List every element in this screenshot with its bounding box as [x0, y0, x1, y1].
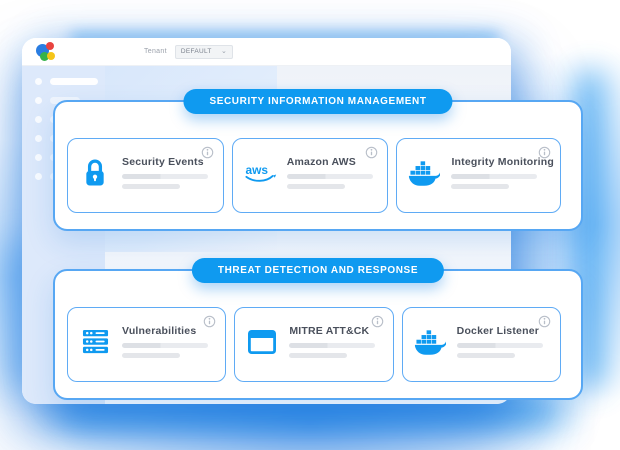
app-window-icon — [245, 329, 279, 354]
svg-text:aws: aws — [245, 162, 268, 176]
skeleton-line — [451, 184, 510, 189]
card-title: Integrity Monitoring — [451, 156, 555, 168]
card-title: Docker Listener — [456, 325, 540, 337]
tenant-select[interactable]: DEFAULT ⌄ — [174, 44, 233, 59]
card-vulnerabilities[interactable]: Vulnerabilities — [67, 307, 227, 382]
docker-whale-icon — [413, 328, 447, 356]
lock-icon — [78, 158, 112, 188]
aws-logo-icon: aws — [243, 160, 277, 186]
info-icon[interactable] — [538, 315, 551, 328]
skeleton-line — [286, 184, 345, 189]
section-title-pill: SECURITY INFORMATION MANAGEMENT — [183, 89, 453, 114]
skeleton-line — [456, 353, 515, 358]
skeleton-line — [289, 343, 376, 348]
tenant-selected-value: DEFAULT — [180, 48, 212, 55]
card-docker-listener[interactable]: Docker Listener — [401, 307, 561, 382]
card-title: Vulnerabilities — [122, 325, 197, 337]
card-integrity-monitoring[interactable]: Integrity Monitoring — [396, 138, 562, 213]
skeleton-line — [289, 353, 348, 358]
section-title-pill: THREAT DETECTION AND RESPONSE — [191, 258, 445, 283]
tenant-control: Tenant DEFAULT ⌄ — [144, 44, 233, 59]
section-panel-sim: SECURITY INFORMATION MANAGEMENT Security… — [53, 89, 583, 231]
skeleton-line — [122, 353, 180, 358]
skeleton-line — [286, 174, 373, 179]
card-title: MITRE ATT&CK — [289, 325, 370, 337]
chevron-down-icon: ⌄ — [220, 48, 227, 55]
section-panel-tdr: THREAT DETECTION AND RESPONSE — [53, 258, 583, 400]
skeleton-line — [122, 174, 208, 179]
tenant-label: Tenant — [144, 48, 167, 55]
info-icon[interactable] — [201, 146, 214, 159]
skeleton-line — [122, 184, 180, 189]
app-logo-icon — [36, 41, 56, 62]
sidebar-item[interactable] — [22, 78, 105, 85]
skeleton-line — [456, 343, 543, 348]
card-title: Amazon AWS — [286, 156, 356, 168]
card-mitre-attck[interactable]: MITRE ATT&CK — [234, 307, 394, 382]
skeleton-line — [122, 343, 208, 348]
topbar: Tenant DEFAULT ⌄ — [22, 38, 511, 66]
card-title: Security Events — [122, 156, 204, 168]
skeleton-line — [451, 174, 538, 179]
info-icon[interactable] — [203, 315, 216, 328]
card-security-events[interactable]: Security Events — [67, 138, 224, 213]
info-icon[interactable] — [371, 315, 384, 328]
info-icon[interactable] — [365, 146, 378, 159]
info-icon[interactable] — [538, 146, 551, 159]
docker-whale-icon — [407, 159, 441, 187]
card-amazon-aws[interactable]: aws Amazon AWS — [231, 138, 389, 213]
server-stack-icon — [78, 329, 112, 355]
